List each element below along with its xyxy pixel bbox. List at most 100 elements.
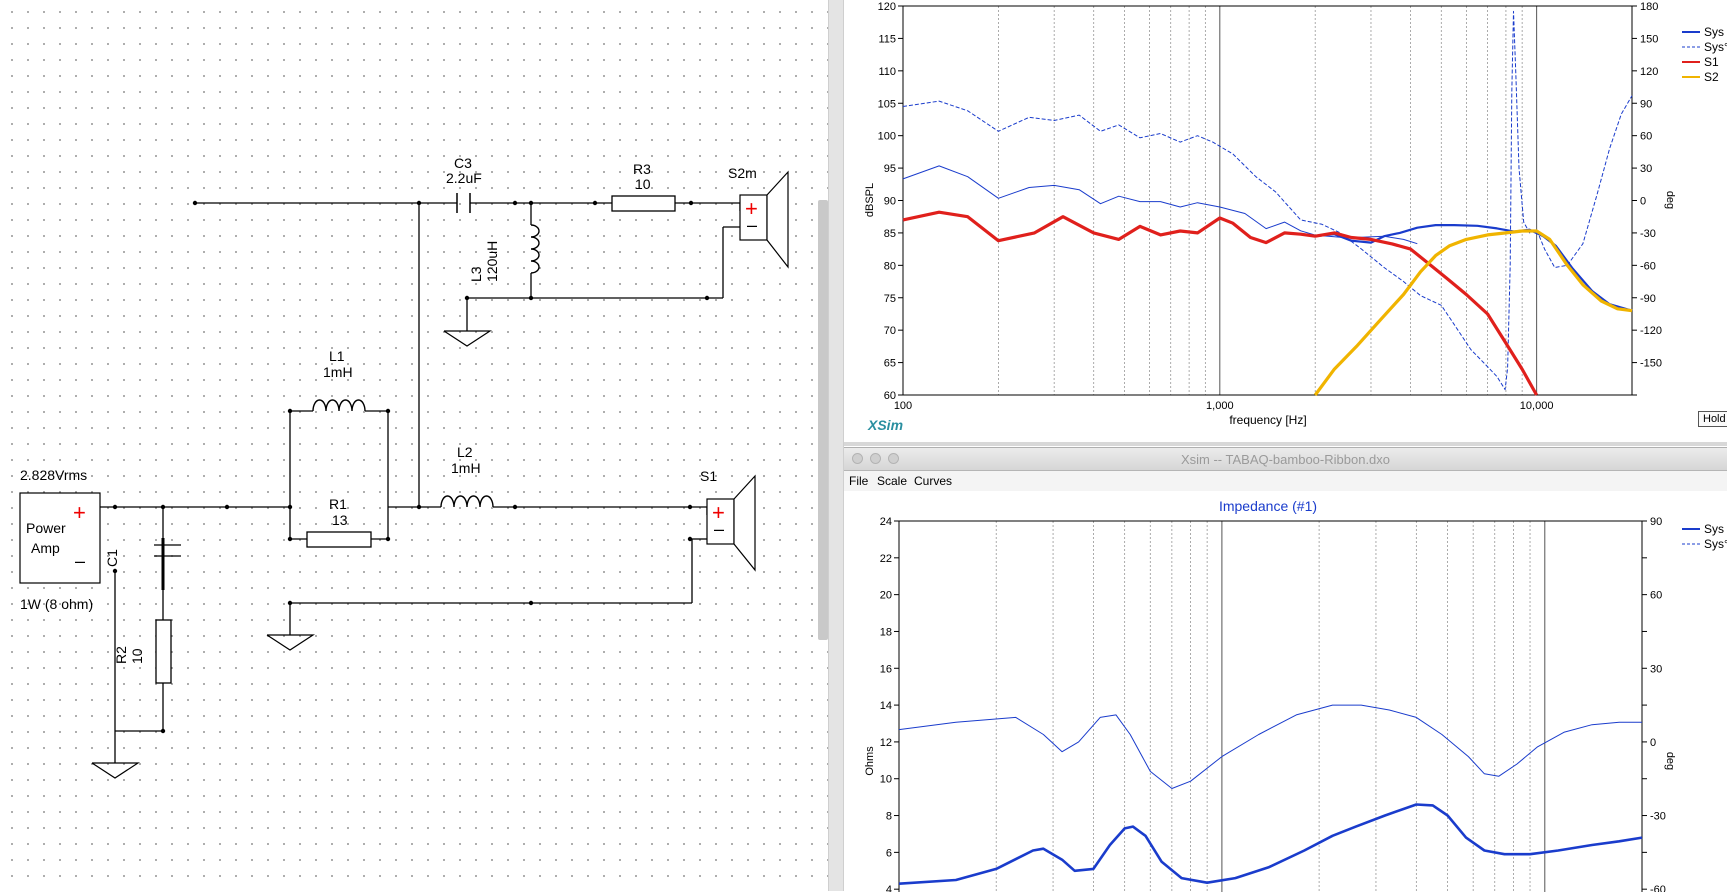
y2-axis-label: deg <box>1664 752 1676 770</box>
speaker-s2m-symbol <box>739 170 789 269</box>
y-tick-label: 14 <box>880 700 892 712</box>
y2-tick-label: -150 <box>1640 358 1662 370</box>
window-title: Xsim -- TABAQ-bamboo-Ribbon.dxo <box>1180 452 1391 467</box>
y2-tick-label: 90 <box>1640 98 1652 110</box>
r2-label: R2 10 <box>113 646 145 664</box>
s1-plus: + <box>712 500 725 525</box>
y2-tick-label: -120 <box>1640 325 1662 337</box>
r1-name: R1 <box>329 496 347 512</box>
junction-dot <box>287 408 293 414</box>
power-amp-label-2: Amp <box>31 540 60 556</box>
resistor-r3-symbol <box>611 195 676 212</box>
y-tick-label: 12 <box>880 737 892 749</box>
hold-button[interactable]: Hold <box>1698 411 1727 427</box>
junction-dot <box>687 504 693 510</box>
y2-tick-label: 0 <box>1650 737 1656 749</box>
y-tick-label: 110 <box>878 66 896 78</box>
y2-tick-label: 30 <box>1640 163 1652 175</box>
junction-dot <box>687 536 693 542</box>
y-tick-label: 24 <box>880 516 892 528</box>
zoom-button[interactable] <box>888 453 899 464</box>
close-button[interactable] <box>852 453 863 464</box>
power-amp-box <box>19 492 101 584</box>
y2-axis-label: deg <box>1664 191 1676 209</box>
junction-dot <box>192 200 198 206</box>
y2-tick-label: 60 <box>1650 590 1662 602</box>
pane-divider-scrollbar[interactable] <box>828 0 844 891</box>
capacitor-c1-symbol <box>154 538 181 590</box>
junction-dot <box>704 295 710 301</box>
y-tick-label: 90 <box>884 196 896 208</box>
y2-tick-label: -60 <box>1640 260 1656 272</box>
l3-name: L3 <box>468 266 484 282</box>
series-line-sys <box>902 211 1633 312</box>
x-axis-label: frequency [Hz] <box>1229 413 1306 427</box>
y-tick-label: 75 <box>884 293 896 305</box>
junction-dot <box>592 200 598 206</box>
series-line-sys <box>898 704 1642 789</box>
window-titlebar[interactable]: Xsim -- TABAQ-bamboo-Ribbon.dxo <box>844 448 1727 471</box>
junction-dot <box>287 600 293 606</box>
y2-tick-label: -60 <box>1650 884 1666 892</box>
y-tick-label: 115 <box>878 33 896 45</box>
junction-dot <box>528 295 534 301</box>
l3-label: L3 120uH <box>468 241 500 282</box>
inductor-l1-symbol <box>312 399 366 412</box>
y-tick-label: 20 <box>880 590 892 602</box>
legend-label: Sys° <box>1704 537 1727 551</box>
y2-tick-label: -90 <box>1640 293 1656 305</box>
inductor-l3-symbol <box>530 224 540 274</box>
s1-minus: – <box>714 519 725 539</box>
y-tick-label: 95 <box>884 163 896 175</box>
junction-dot <box>160 728 166 734</box>
y-tick-label: 105 <box>878 98 896 110</box>
junction-dot <box>512 504 518 510</box>
legend-label: Sys° <box>1704 40 1727 54</box>
y2-tick-label: -30 <box>1640 228 1656 240</box>
l2-value: 1mH <box>451 460 481 476</box>
y-axis-label: dBSPL <box>864 183 876 217</box>
y-tick-label: 120 <box>878 1 896 13</box>
y2-tick-label: 30 <box>1650 663 1662 675</box>
s1-name: S1 <box>700 468 718 484</box>
junction-dot <box>112 504 118 510</box>
r1-value: 13 <box>332 512 348 528</box>
menu-curves[interactable]: Curves <box>914 474 953 488</box>
legend-label: Sys <box>1704 522 1724 536</box>
y-tick-label: 70 <box>884 325 896 337</box>
ground-symbol <box>91 330 493 779</box>
junction-dot <box>224 504 230 510</box>
y2-tick-label: 0 <box>1640 196 1646 208</box>
y-tick-label: 22 <box>880 553 892 565</box>
legend-label: Sys <box>1704 25 1724 39</box>
impedance-chart: 24681012141618202224-60-300306090SysSys°… <box>864 498 1727 892</box>
junction-dot <box>688 200 694 206</box>
junction-dot <box>287 536 293 542</box>
menu-scale[interactable]: Scale <box>877 474 908 488</box>
menu-file[interactable]: File <box>849 474 869 488</box>
series-line-sys <box>902 10 1633 391</box>
chart-title: Impedance (#1) <box>1219 498 1317 514</box>
junction-dot <box>385 536 391 542</box>
s2m-minus: – <box>747 215 758 235</box>
power-amp-plus: + <box>73 500 86 525</box>
x-tick-label: 1,000 <box>1206 400 1234 412</box>
scrollbar-thumb[interactable] <box>818 200 828 640</box>
c3-name: C3 <box>454 155 472 171</box>
c1-name: C1 <box>104 549 120 567</box>
r3-value: 10 <box>635 176 651 192</box>
junction-dot <box>287 504 293 510</box>
resistor-r2-symbol <box>155 619 172 684</box>
minimize-button[interactable] <box>870 453 881 464</box>
y-tick-label: 85 <box>884 228 896 240</box>
schematic-canvas[interactable]: C3 2.2uF R3 10 S2m + – L3 120uH L1 1mH L… <box>0 0 828 891</box>
y2-tick-label: 90 <box>1650 516 1662 528</box>
l1-name: L1 <box>329 348 345 364</box>
junction-dot <box>416 504 422 510</box>
xsim-logo: XSim <box>868 417 904 433</box>
power-amp-label-1: Power <box>26 520 66 536</box>
s2m-name: S2m <box>728 165 757 181</box>
schematic-drawing <box>19 170 789 779</box>
inductor-l2-symbol <box>440 495 494 508</box>
